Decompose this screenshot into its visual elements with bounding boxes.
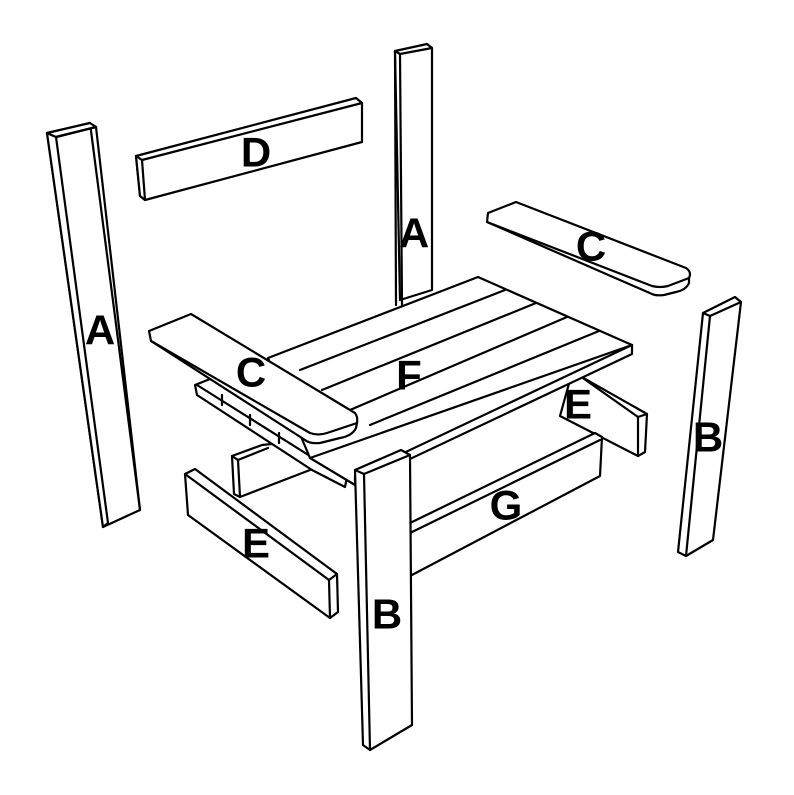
label-f: F: [396, 352, 422, 399]
label-c-right: C: [576, 223, 606, 270]
part-c-left: [147, 312, 359, 445]
part-e-left: [183, 467, 340, 620]
label-g: G: [490, 482, 523, 529]
part-f: [266, 275, 634, 487]
label-d: D: [241, 129, 271, 176]
label-a-left: A: [85, 307, 115, 354]
part-b-right: [676, 295, 743, 558]
label-e-left: E: [242, 520, 270, 567]
part-c-right: [485, 200, 692, 297]
part-d: [134, 96, 364, 202]
label-b-right: B: [693, 414, 723, 461]
label-b-front: B: [372, 591, 402, 638]
label-e-right: E: [564, 381, 592, 428]
label-c-left: C: [236, 349, 266, 396]
part-b-front: [353, 448, 414, 752]
part-a-center: [393, 42, 434, 307]
label-a-center: A: [399, 210, 429, 257]
part-a-left: [45, 121, 142, 529]
